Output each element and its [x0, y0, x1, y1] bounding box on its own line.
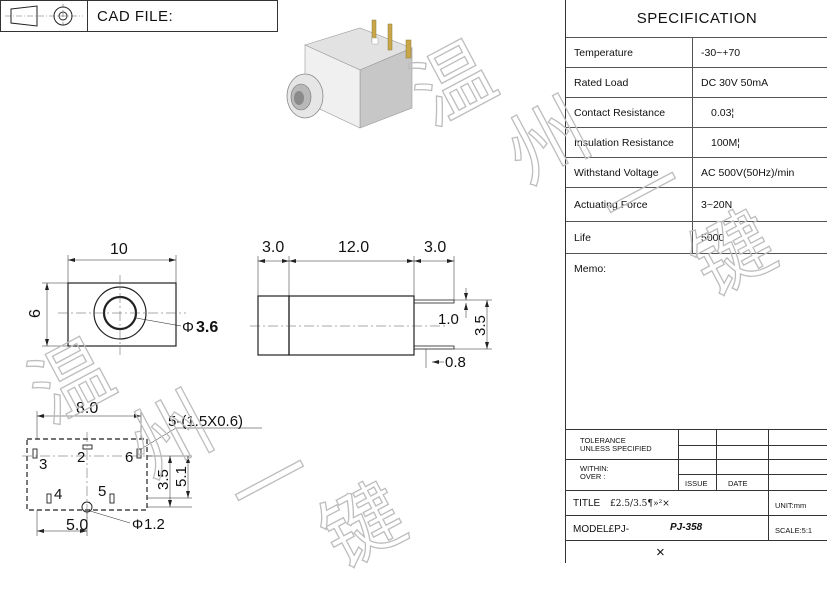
product-3d-render [286, 19, 413, 129]
side-pin-gap-dim: 1.0 [438, 311, 459, 328]
front-view [42, 255, 186, 355]
tb-divider [768, 430, 769, 490]
front-hole-phi: Φ [182, 319, 194, 336]
footprint-width-dim: 8.0 [76, 400, 98, 417]
title-label: TITLE [573, 498, 601, 509]
projection-symbol-cell [1, 1, 88, 31]
pin-label-6: 6 [125, 449, 133, 466]
title-value: £2.5/3.5¶»²× [610, 499, 670, 509]
spec-row-contact-resistance: Contact Resistance 0.03¦ [566, 97, 827, 128]
footprint-position-dim: 5.0 [66, 517, 88, 534]
pin-label-4: 4 [54, 486, 62, 503]
pad-spec-label: 5-(1.5X0.6) [168, 413, 243, 430]
cad-file-title: CAD FILE: [97, 8, 174, 25]
third-angle-projection-icon [5, 4, 83, 28]
spec-value: 100M¦ [692, 128, 827, 158]
date-label: DATE [728, 479, 748, 488]
side-height-dim: 3.5 [472, 315, 489, 336]
tb-divider [566, 490, 827, 491]
side-body-dim: 12.0 [338, 239, 369, 256]
footprint-height-2: 5.1 [173, 466, 190, 487]
spec-row-withstand-voltage: Withstand Voltage AC 500V(50Hz)/min [566, 157, 827, 188]
footprint-hole-phi: Φ [132, 516, 143, 532]
spec-value: -30~+70 [692, 38, 827, 68]
spec-label: Contact Resistance [574, 107, 666, 119]
tolerance-label: TOLERANCE [580, 436, 626, 445]
title-block: TOLERANCE UNLESS SPECIFIED WITHIN: OVER … [566, 429, 827, 564]
side-left-dim: 3.0 [262, 239, 284, 256]
specification-panel: SPECIFICATION Temperature -30~+70 Rated … [565, 0, 827, 563]
spec-row-insulation-resistance: Insulation Resistance 100M¦ [566, 127, 827, 158]
spec-label: Life [574, 232, 591, 244]
spec-label: Insulation Resistance [574, 137, 674, 149]
tb-divider [678, 474, 827, 475]
pin-label-3: 3 [39, 456, 47, 473]
side-pin-dim: 0.8 [445, 354, 466, 371]
model-value: PJ-358 [670, 522, 703, 533]
tb-divider [678, 445, 827, 446]
unit-label: UNIT:mm [775, 501, 807, 510]
scale-label: SCALE:5:1 [775, 526, 813, 535]
spec-row-rated-load: Rated Load DC 30V 50mA [566, 67, 827, 98]
spec-row-life: Life 5000 [566, 221, 827, 254]
spec-row-temperature: Temperature -30~+70 [566, 37, 827, 68]
bottom-mark: × [656, 544, 665, 561]
front-height-dim: 6 [27, 309, 44, 318]
footprint-height-1: 3.5 [155, 469, 172, 490]
spec-value: AC 500V(50Hz)/min [692, 158, 827, 188]
tb-divider [566, 540, 827, 541]
pcb-footprint-view [22, 411, 262, 536]
front-width-dim: 10 [110, 241, 128, 258]
unless-specified-label: UNLESS SPECIFIED [580, 444, 652, 453]
spec-label: Actuating Force [574, 199, 648, 211]
within-label: WITHIN: [580, 464, 609, 473]
over-label: OVER : [580, 472, 606, 481]
pin-label-2: 2 [77, 449, 85, 466]
spec-label: Withstand Voltage [574, 167, 659, 179]
tb-divider [566, 515, 827, 516]
spec-label: Temperature [574, 47, 633, 59]
side-view [250, 256, 492, 368]
spec-label: Rated Load [574, 77, 629, 89]
spec-value: DC 30V 50mA [692, 68, 827, 98]
side-right-dim: 3.0 [424, 239, 446, 256]
footprint-hole-dim: 1.2 [144, 516, 165, 533]
tb-divider [566, 459, 827, 460]
spec-value: 3~20N [692, 188, 827, 222]
front-hole-dim: 3.6 [196, 319, 218, 336]
spec-title: SPECIFICATION [636, 10, 758, 27]
memo-label: Memo: [574, 263, 607, 275]
pin-label-5: 5 [98, 483, 106, 500]
tb-divider [716, 430, 717, 490]
issue-label: ISSUE [685, 479, 708, 488]
spec-row-actuating-force: Actuating Force 3~20N [566, 187, 827, 222]
memo-divider [566, 253, 827, 254]
tb-divider [678, 430, 679, 490]
technical-drawing: 10 6 Φ 3.6 [22, 19, 492, 536]
spec-value: 0.03¦ [692, 98, 827, 128]
model-label: MODEL£PJ- [573, 524, 630, 535]
cad-header: CAD FILE: [0, 0, 278, 32]
spec-value: 5000 [692, 222, 827, 254]
